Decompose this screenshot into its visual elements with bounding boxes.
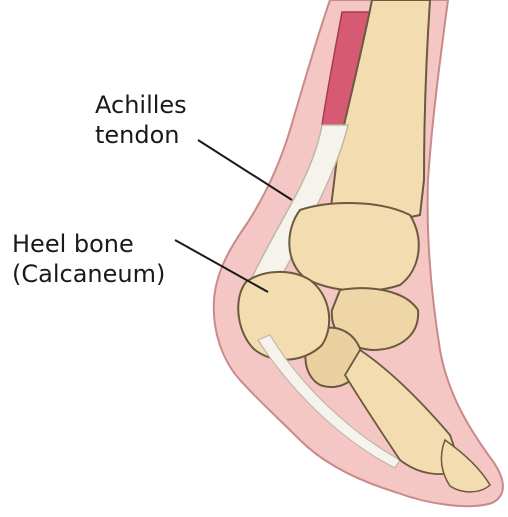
heel-label-line2: (Calcaneum) (12, 259, 165, 289)
achilles-label-line2: tendon (95, 120, 187, 150)
heel-bone-label: Heel bone (Calcaneum) (12, 229, 165, 289)
achilles-label-line1: Achilles (95, 90, 187, 120)
heel-label-line1: Heel bone (12, 229, 165, 259)
talus-bone (289, 203, 418, 291)
achilles-tendon-label: Achilles tendon (95, 90, 187, 150)
heel-bone-calcaneum (238, 272, 329, 360)
